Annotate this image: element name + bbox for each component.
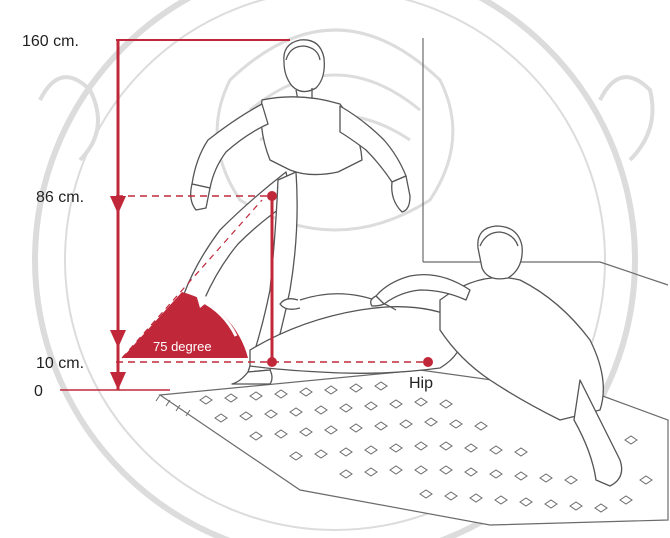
- arrow-0: [110, 372, 126, 390]
- label-75-degree: 75 degree: [153, 339, 212, 354]
- foot-point: [267, 191, 277, 201]
- label-10-cm: 10 cm.: [36, 355, 84, 372]
- arrow-86: [110, 196, 126, 214]
- label-86-cm: 86 cm.: [36, 189, 84, 206]
- arrow-10: [110, 330, 126, 348]
- heel-point: [267, 357, 277, 367]
- label-hip: Hip: [409, 375, 433, 392]
- hip-point: [423, 357, 433, 367]
- label-zero: 0: [34, 383, 43, 400]
- room-lines: [423, 38, 668, 285]
- label-160-cm: 160 cm.: [22, 33, 79, 50]
